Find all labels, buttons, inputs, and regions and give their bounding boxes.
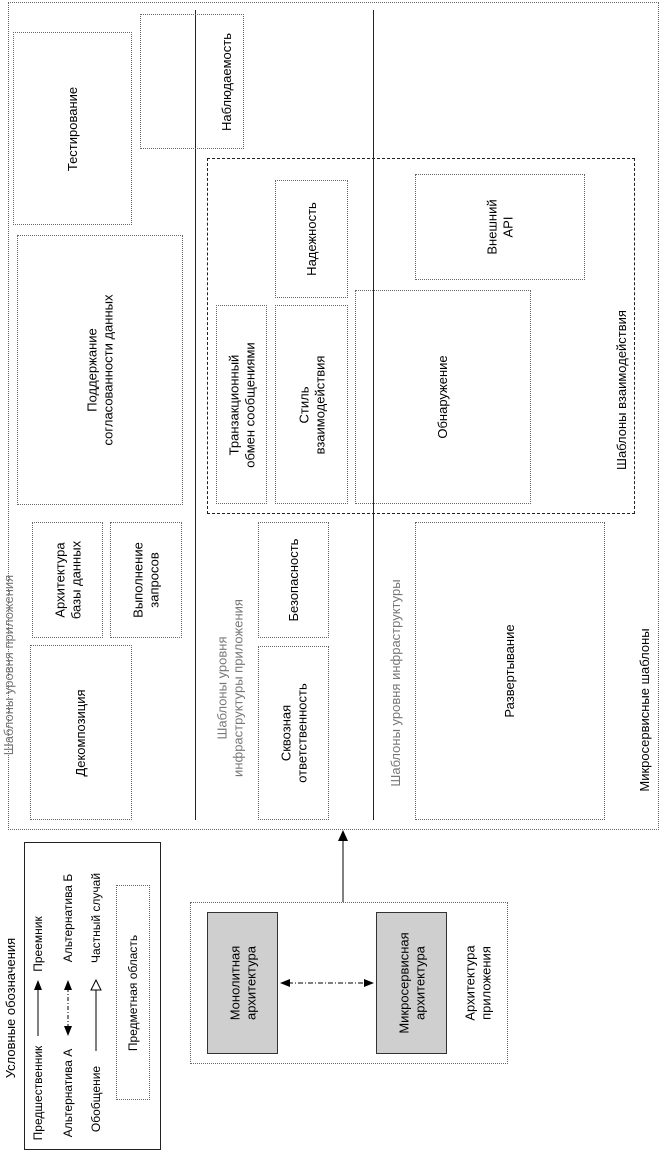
reliability-label: Надежность bbox=[303, 202, 319, 276]
interaction-patterns-area bbox=[207, 158, 635, 514]
security-label: Безопасность bbox=[285, 538, 301, 622]
legend-generalization: Обобщение bbox=[88, 1065, 103, 1133]
monolithic-box: Монолитная архитектура bbox=[207, 912, 278, 1054]
communication-style-box: Стиль взаимодействия bbox=[275, 305, 348, 504]
app-tier-title-area: Шаблоны уровня приложения bbox=[0, 500, 18, 830]
legend-predecessor-area: Предшественник bbox=[28, 1040, 48, 1145]
legend-successor-area: Преемник bbox=[28, 912, 48, 976]
legend-domain-box: Предметная область bbox=[116, 885, 150, 1100]
external-api-box: Внешний API bbox=[415, 174, 585, 280]
legend-predecessor: Предшественник bbox=[30, 1045, 45, 1140]
deployment-label: Развертывание bbox=[502, 624, 518, 718]
db-architecture-label: Архитектура базы данных bbox=[51, 540, 83, 620]
bottom-title-area: Микросервисные шаблоны bbox=[633, 595, 657, 825]
cross-cutting-label: Сквозная ответственность bbox=[277, 683, 309, 783]
separator-line bbox=[373, 10, 374, 820]
observability-label: Наблюдаемость bbox=[219, 32, 235, 131]
generalization-arrow-icon bbox=[90, 978, 102, 1051]
deployment-box: Развертывание bbox=[415, 522, 605, 820]
legend-successor: Преемник bbox=[30, 916, 45, 972]
bottom-title: Микросервисные шаблоны bbox=[637, 628, 653, 792]
legend-alt-a: Альтернатива А bbox=[60, 1048, 75, 1137]
microservice-label: Микросервисная архитектура bbox=[395, 932, 427, 1034]
db-architecture-box: Архитектура базы данных bbox=[32, 522, 103, 638]
app-architecture-area bbox=[190, 902, 508, 1064]
decomposition-label: Декомпозиция bbox=[73, 688, 89, 777]
infra-app-title-area: Шаблоны уровня инфраструктуры приложения bbox=[210, 550, 250, 825]
legend-alt-b: Альтернатива Б bbox=[60, 873, 75, 962]
transactional-messaging-label: Транзакционный обмен сообщениями bbox=[225, 341, 257, 468]
testing-label: Тестирование bbox=[64, 86, 80, 171]
app-architecture-label: Архитектура приложения bbox=[462, 945, 493, 1021]
legend-special-case-area: Частный случай bbox=[86, 862, 106, 974]
security-box: Безопасность bbox=[258, 522, 329, 638]
app-architecture-label-area: Архитектура приложения bbox=[458, 912, 498, 1054]
external-api-label: Внешний API bbox=[484, 199, 515, 255]
specialization-arrow-icon bbox=[338, 830, 348, 902]
testing-box: Тестирование bbox=[13, 32, 132, 225]
legend-title: Условные обозначения bbox=[3, 937, 19, 1078]
querying-box: Выполнение запросов bbox=[110, 522, 182, 638]
legend-special-case: Частный случай bbox=[88, 872, 103, 964]
legend-alt-a-area: Альтернатива А bbox=[58, 1040, 78, 1145]
legend-generalization-area: Обобщение bbox=[86, 1055, 106, 1143]
infra-title: Шаблоны уровня инфраструктуры bbox=[388, 578, 404, 787]
separator-line bbox=[195, 10, 196, 820]
alternative-link-arrow-icon bbox=[280, 979, 374, 987]
infra-title-area: Шаблоны уровня инфраструктуры bbox=[385, 540, 407, 825]
data-consistency-label: Поддержание согласованности данных bbox=[84, 294, 115, 446]
observability-box: Наблюдаемость bbox=[140, 14, 244, 149]
cross-cutting-box: Сквозная ответственность bbox=[258, 646, 329, 820]
decomposition-box: Декомпозиция bbox=[30, 645, 132, 820]
data-consistency-box: Поддержание согласованности данных bbox=[17, 235, 183, 505]
microservice-patterns-area bbox=[8, 2, 659, 830]
legend-alt-b-area: Альтернатива Б bbox=[58, 860, 78, 975]
microservice-box: Микросервисная архитектура bbox=[376, 912, 447, 1054]
legend-box bbox=[24, 842, 161, 1150]
interaction-title-area: Шаблоны взаимодействия bbox=[610, 280, 634, 500]
alternative-arrow-icon bbox=[64, 980, 72, 1036]
successor-arrow-icon bbox=[34, 980, 42, 1036]
transactional-messaging-box: Транзакционный обмен сообщениями bbox=[216, 305, 267, 504]
communication-style-label: Стиль взаимодействия bbox=[295, 355, 327, 454]
reliability-box: Надежность bbox=[275, 180, 348, 298]
querying-label: Выполнение запросов bbox=[130, 542, 161, 618]
legend-title-area: Условные обозначения bbox=[0, 880, 22, 1135]
discovery-label: Обнаружение bbox=[435, 355, 451, 439]
legend-domain: Предметная область bbox=[125, 934, 140, 1051]
app-tier-title: Шаблоны уровня приложения bbox=[1, 574, 17, 756]
discovery-box: Обнаружение bbox=[355, 290, 531, 504]
interaction-title: Шаблоны взаимодействия bbox=[614, 310, 630, 470]
monolithic-label: Монолитная архитектура bbox=[226, 945, 258, 1021]
infra-app-title: Шаблоны уровня инфраструктуры приложения bbox=[214, 598, 245, 777]
